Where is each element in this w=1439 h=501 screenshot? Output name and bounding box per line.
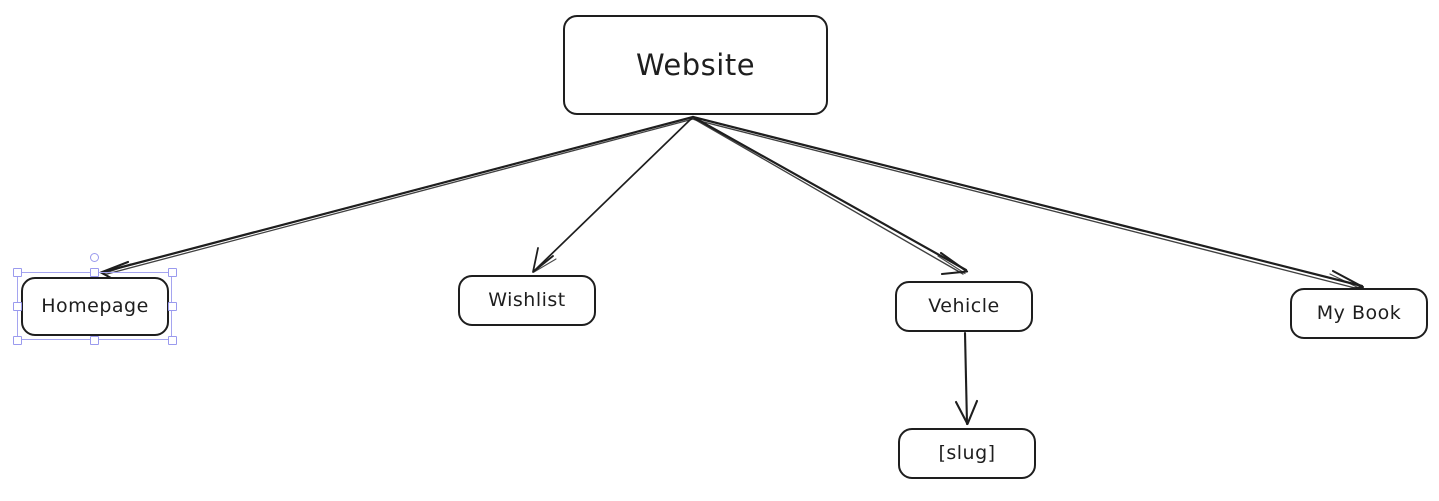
node-wishlist-label: Wishlist xyxy=(488,289,566,311)
node-my-book[interactable]: My Book xyxy=(1290,288,1428,339)
node-homepage[interactable]: Homepage xyxy=(21,277,169,336)
node-website-label: Website xyxy=(635,47,756,82)
node-homepage-label: Homepage xyxy=(41,295,149,317)
edge-website-mybook xyxy=(691,115,1365,293)
handle-bottom-left[interactable] xyxy=(13,336,22,345)
node-slug-label: [slug] xyxy=(938,442,996,464)
handle-middle-right[interactable] xyxy=(168,302,177,311)
handle-middle-left[interactable] xyxy=(13,302,22,311)
node-my-book-label: My Book xyxy=(1316,302,1402,324)
node-vehicle-label: Vehicle xyxy=(928,295,1000,317)
edge-website-wishlist xyxy=(532,116,694,273)
edge-website-vehicle xyxy=(691,115,969,276)
handle-bottom-center[interactable] xyxy=(90,336,99,345)
node-vehicle[interactable]: Vehicle xyxy=(895,281,1033,332)
rotate-handle[interactable] xyxy=(90,253,99,262)
node-website[interactable]: Website xyxy=(563,15,828,115)
handle-top-center[interactable] xyxy=(90,268,99,277)
selection-box[interactable] xyxy=(17,272,172,340)
node-slug[interactable]: [slug] xyxy=(898,428,1036,479)
edge-vehicle-slug xyxy=(954,331,979,426)
edge-website-homepage xyxy=(99,115,696,286)
handle-bottom-right[interactable] xyxy=(168,336,177,345)
handle-top-left[interactable] xyxy=(13,268,22,277)
node-wishlist[interactable]: Wishlist xyxy=(458,275,596,326)
handle-top-right[interactable] xyxy=(168,268,177,277)
